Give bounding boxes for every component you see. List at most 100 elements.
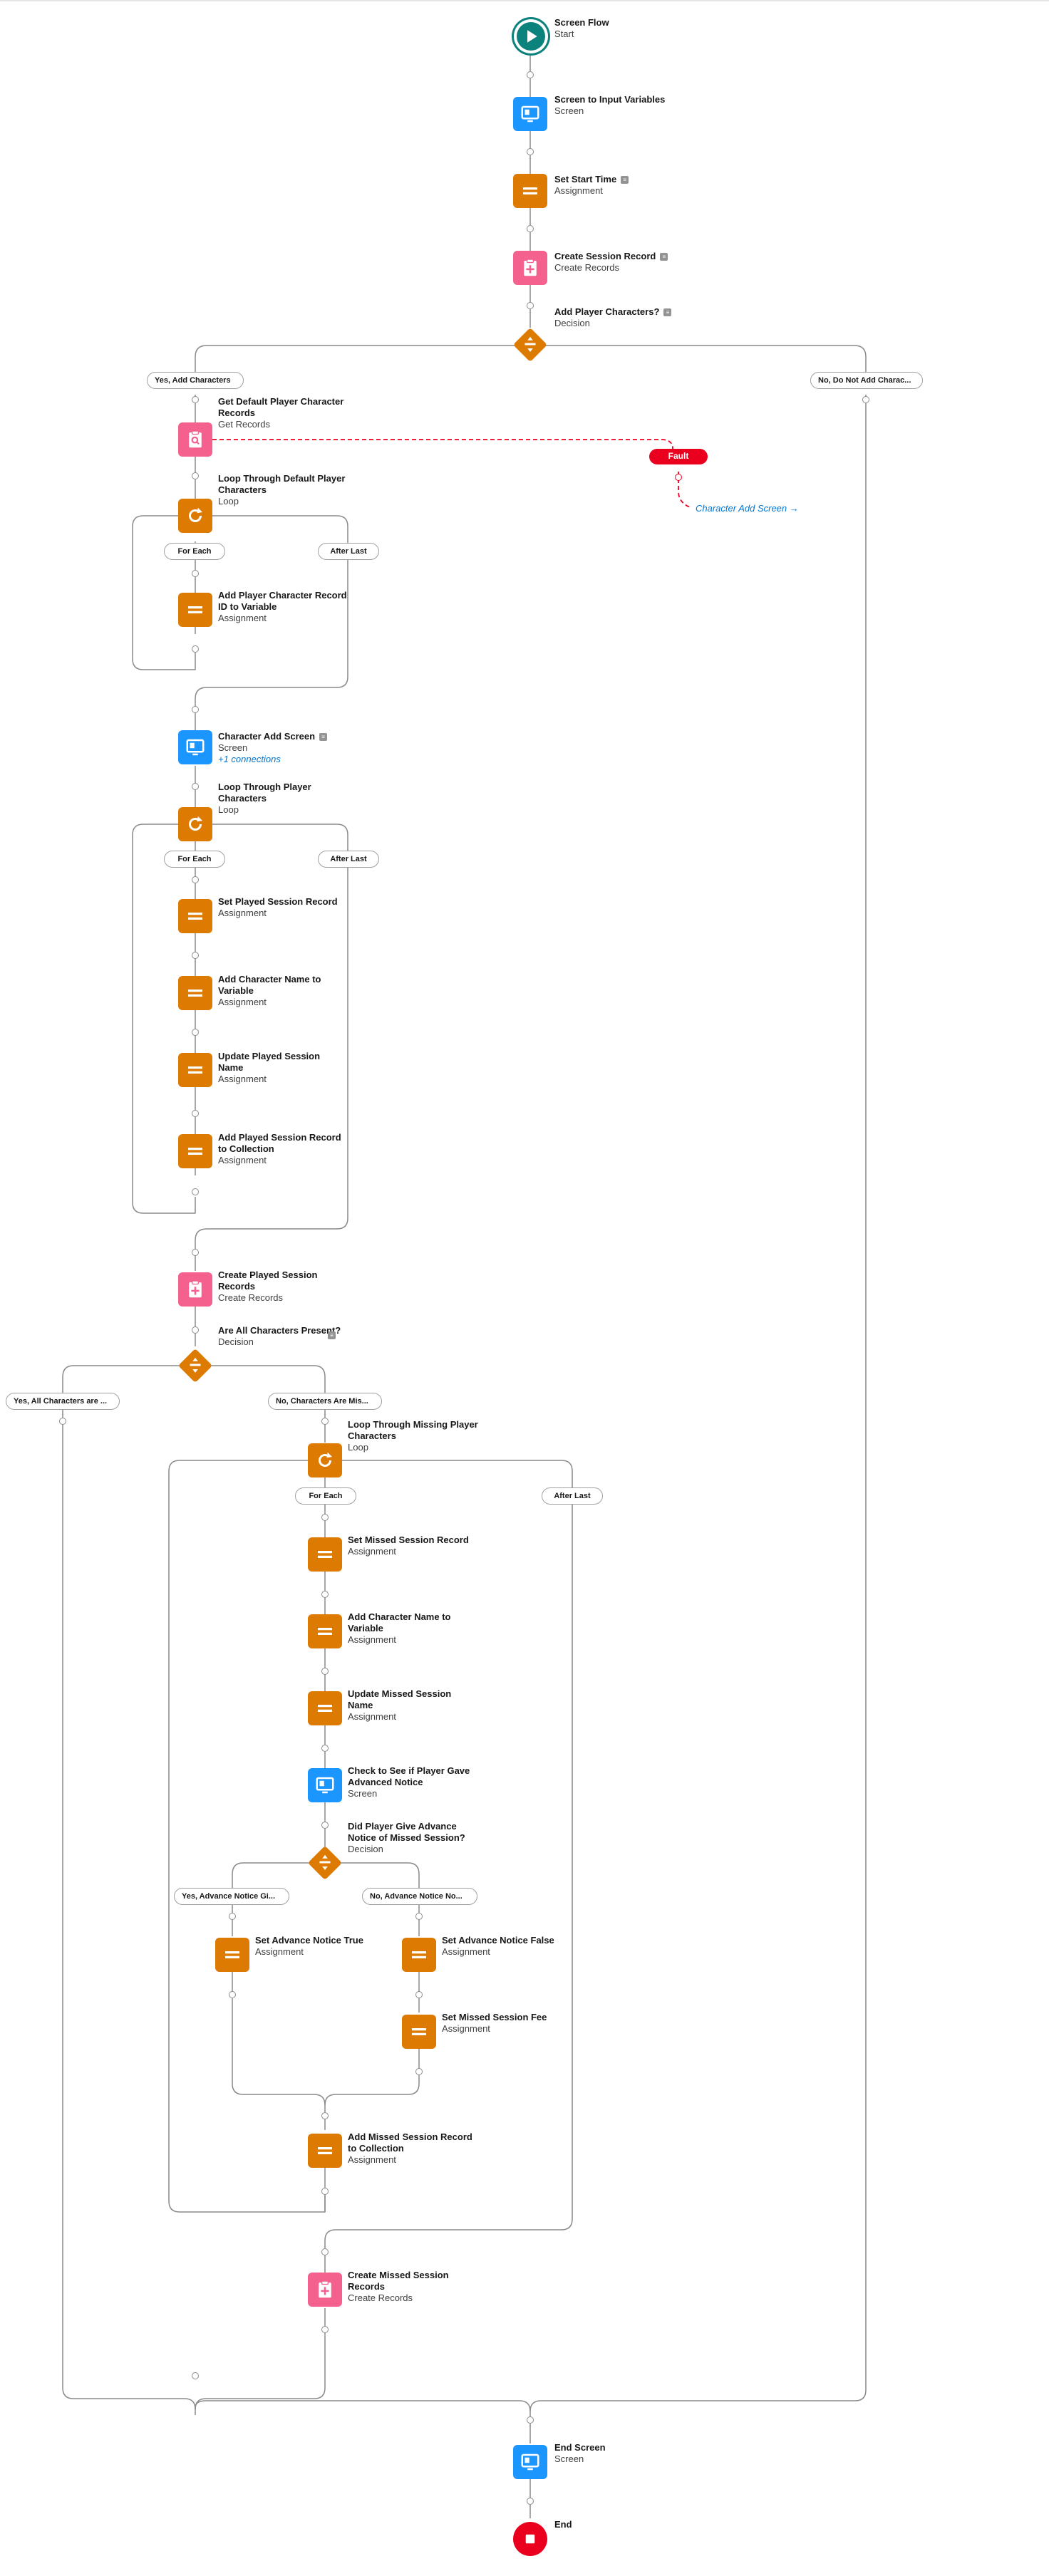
- create-records-icon: [189, 1280, 202, 1298]
- connector-dot[interactable]: [192, 952, 199, 959]
- assignment-node-add-played-collection[interactable]: [178, 1134, 212, 1168]
- connector-dot[interactable]: [321, 1514, 329, 1521]
- node-title: Create Played Session Records: [218, 1269, 318, 1292]
- get-records-node-default-pcs[interactable]: [178, 422, 212, 457]
- notice-true-label: Set Advance Notice True Assignment: [255, 1935, 383, 1958]
- assignment-node-add-char-name-1[interactable]: [178, 976, 212, 1010]
- loop-node-player-characters[interactable]: [178, 807, 212, 841]
- description-icon[interactable]: ≡: [621, 176, 629, 184]
- connector-dot[interactable]: [192, 1249, 199, 1256]
- connector-dot[interactable]: [321, 2188, 329, 2195]
- missed-fee-label: Set Missed Session Fee Assignment: [442, 2012, 577, 2035]
- decision-icon: [524, 336, 536, 352]
- screen-node-input-variables[interactable]: [513, 97, 547, 131]
- connector-dot[interactable]: [229, 1991, 236, 1998]
- connector-dot[interactable]: [192, 1110, 199, 1117]
- loop-missing-label: Loop Through Missing Player Characters L…: [348, 1419, 483, 1453]
- fault-badge[interactable]: Fault: [649, 449, 708, 464]
- assignment-node-notice-false[interactable]: [402, 1938, 436, 1972]
- extra-connections-link[interactable]: +1 connections: [218, 754, 281, 764]
- connector-dot[interactable]: [192, 570, 199, 577]
- assignment-node-add-pc-id[interactable]: [178, 593, 212, 627]
- connector-dot[interactable]: [192, 1029, 199, 1036]
- connector-dot[interactable]: [192, 1188, 199, 1195]
- screen-node-character-add[interactable]: [178, 730, 212, 764]
- loop-for-each-pill[interactable]: For Each: [164, 543, 225, 560]
- connector-dot[interactable]: [321, 1591, 329, 1598]
- screen-node-check-notice[interactable]: [308, 1768, 342, 1802]
- decision-node-advance-notice[interactable]: [307, 1845, 343, 1881]
- connector-dot[interactable]: [229, 1913, 236, 1920]
- loop-for-each-pill[interactable]: For Each: [295, 1487, 356, 1505]
- connector-dot[interactable]: [192, 472, 199, 479]
- connector-dot[interactable]: [527, 148, 534, 155]
- outcome-no-missing[interactable]: No, Characters Are Mis...: [268, 1393, 382, 1410]
- description-icon[interactable]: ≡: [319, 733, 328, 741]
- connector-dot[interactable]: [415, 1991, 423, 1998]
- fault-connector-dot[interactable]: [675, 474, 682, 481]
- connector-dot[interactable]: [192, 2372, 199, 2379]
- connector-dot[interactable]: [192, 1326, 199, 1334]
- outcome-yes-all-present[interactable]: Yes, All Characters are ...: [6, 1393, 120, 1410]
- start-node[interactable]: [517, 22, 545, 51]
- connector-dot[interactable]: [527, 71, 534, 78]
- create-records-node-played[interactable]: [178, 1272, 212, 1307]
- outcome-no-advance-notice[interactable]: No, Advance Notice No...: [362, 1888, 477, 1905]
- outcome-yes-advance-notice[interactable]: Yes, Advance Notice Gi...: [174, 1888, 289, 1905]
- connector-dot[interactable]: [321, 1668, 329, 1675]
- connector-dot[interactable]: [527, 225, 534, 232]
- assignment-icon: [188, 1148, 202, 1155]
- connector-dot[interactable]: [321, 2326, 329, 2333]
- notice-false-label: Set Advance Notice False Assignment: [442, 1935, 577, 1958]
- assignment-node-set-missed[interactable]: [308, 1537, 342, 1572]
- connector-dot[interactable]: [192, 706, 199, 713]
- connector-dot[interactable]: [527, 2416, 534, 2424]
- assignment-node-notice-true[interactable]: [215, 1938, 249, 1972]
- assignment-node-set-start-time[interactable]: [513, 174, 547, 208]
- connector-dot[interactable]: [321, 2248, 329, 2255]
- assignment-node-set-played[interactable]: [178, 899, 212, 933]
- connector-dot[interactable]: [192, 783, 199, 790]
- decision-node-add-player-characters[interactable]: [512, 327, 548, 363]
- screen-node-end[interactable]: [513, 2445, 547, 2479]
- loop-node-default-pcs[interactable]: [178, 499, 212, 533]
- create-records-node-missed[interactable]: [308, 2273, 342, 2307]
- connector-dot[interactable]: [415, 1913, 423, 1920]
- connector-dot[interactable]: [415, 2068, 423, 2075]
- connector-dot[interactable]: [527, 302, 534, 309]
- loop-after-last-pill[interactable]: After Last: [542, 1487, 603, 1505]
- loop-after-last-pill[interactable]: After Last: [318, 851, 379, 868]
- fault-link-character-add-screen[interactable]: Character Add Screen →: [696, 503, 799, 514]
- connector-dot[interactable]: [321, 2112, 329, 2119]
- outcome-no-do-not-add[interactable]: No, Do Not Add Charac...: [810, 372, 923, 389]
- end-node[interactable]: [513, 2522, 547, 2556]
- connector-dot[interactable]: [192, 645, 199, 653]
- connector-dot[interactable]: [527, 2498, 534, 2505]
- description-icon[interactable]: ≡: [328, 1331, 336, 1339]
- assignment-node-add-missed-collection[interactable]: [308, 2134, 342, 2168]
- loop-node-missing-pcs[interactable]: [308, 1443, 342, 1477]
- assignment-node-missed-fee[interactable]: [402, 2015, 436, 2049]
- connector-dot[interactable]: [862, 396, 869, 403]
- description-icon[interactable]: ≡: [663, 308, 672, 316]
- decision-node-all-present[interactable]: [177, 1348, 213, 1383]
- connector-dot[interactable]: [321, 1745, 329, 1752]
- assignment-node-update-played-name[interactable]: [178, 1053, 212, 1087]
- description-icon[interactable]: ≡: [660, 253, 668, 261]
- assignment-node-update-missed-name[interactable]: [308, 1691, 342, 1725]
- node-type: Decision: [554, 318, 590, 328]
- connector-dot[interactable]: [321, 1418, 329, 1425]
- create-records-node-session[interactable]: [513, 251, 547, 285]
- stop-icon: [525, 2534, 535, 2544]
- outcome-yes-add-characters[interactable]: Yes, Add Characters: [147, 372, 244, 389]
- node-type: Assignment: [218, 997, 267, 1007]
- assignment-node-add-char-name-2[interactable]: [308, 1614, 342, 1648]
- connector-dot[interactable]: [192, 396, 199, 403]
- connector-dot[interactable]: [321, 1822, 329, 1829]
- connector-dot[interactable]: [59, 1418, 66, 1425]
- loop-for-each-pill[interactable]: For Each: [164, 851, 225, 868]
- loop-after-last-pill[interactable]: After Last: [318, 543, 379, 560]
- node-title: Loop Through Missing Player Characters: [348, 1419, 478, 1441]
- connector-dot[interactable]: [192, 876, 199, 883]
